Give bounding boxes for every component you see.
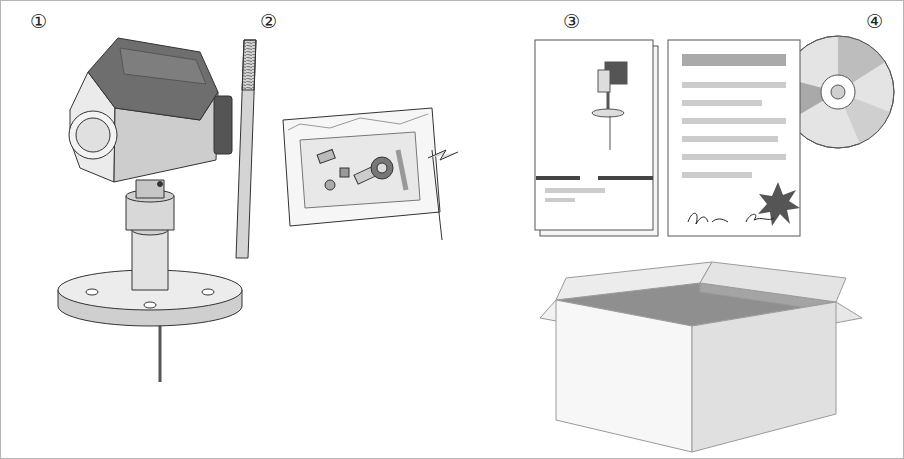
probe-rod xyxy=(236,40,256,258)
callout-number: ③ xyxy=(563,12,580,31)
certificate xyxy=(668,40,800,236)
callout-number: ② xyxy=(260,12,277,31)
callout-number: ④ xyxy=(866,12,883,31)
packaging-box xyxy=(540,262,862,452)
accessory-bag xyxy=(283,108,458,240)
manual xyxy=(535,40,658,236)
level-transmitter xyxy=(58,38,242,382)
callout-number: ① xyxy=(30,12,47,31)
